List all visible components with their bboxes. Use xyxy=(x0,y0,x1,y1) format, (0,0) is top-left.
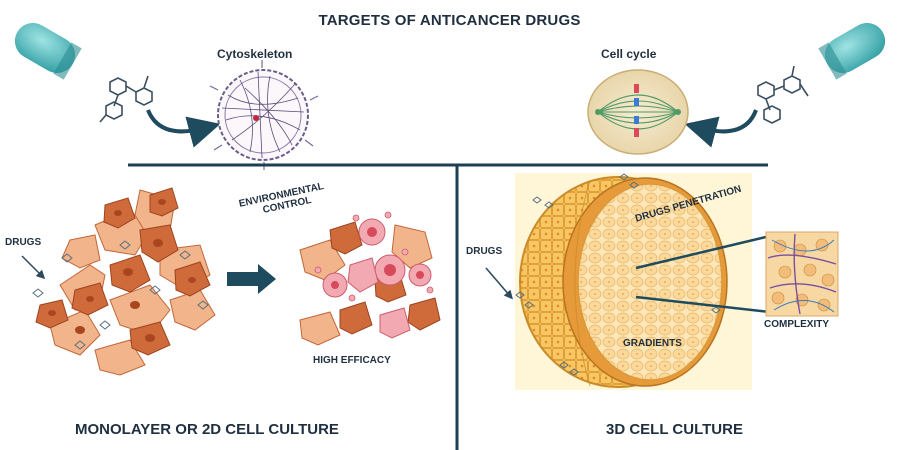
capsule-right-icon xyxy=(818,23,886,80)
high-efficacy-label: HIGH EFFICACY xyxy=(313,355,391,366)
controlled-cells xyxy=(299,211,441,346)
heading-3d-culture: 3D CELL CULTURE xyxy=(606,421,743,438)
callout-line-top xyxy=(635,234,771,270)
drug-molecule-left-icon xyxy=(99,75,153,123)
callout-line-bottom xyxy=(635,295,771,314)
drugs-arrow-left xyxy=(21,255,46,280)
capsule-left-icon xyxy=(14,23,82,80)
spheroid-icon xyxy=(515,173,728,388)
cell-cycle-icon xyxy=(587,69,689,155)
curved-arrow-left xyxy=(146,109,221,148)
figure-title: TARGETS OF ANTICANCER DRUGS xyxy=(318,12,581,29)
curved-arrow-right xyxy=(684,109,758,148)
gradients-label: GRADIENTS xyxy=(623,338,682,349)
complexity-inset xyxy=(765,231,839,317)
cytoskeleton-label: Cytoskeleton xyxy=(217,47,293,61)
heading-2d-culture: MONOLAYER OR 2D CELL CULTURE xyxy=(75,421,339,438)
drug-molecule-right-icon xyxy=(757,65,809,124)
monolayer-cells xyxy=(32,187,216,376)
transition-arrow xyxy=(227,264,276,294)
cell-cycle-label: Cell cycle xyxy=(601,47,657,61)
complexity-label: COMPLEXITY xyxy=(764,319,830,330)
cytoskeleton-icon xyxy=(209,60,319,170)
drugs-label-right: DRUGS xyxy=(466,246,503,257)
drugs-label-left: DRUGS xyxy=(5,237,42,248)
drugs-arrow-right xyxy=(485,267,513,300)
